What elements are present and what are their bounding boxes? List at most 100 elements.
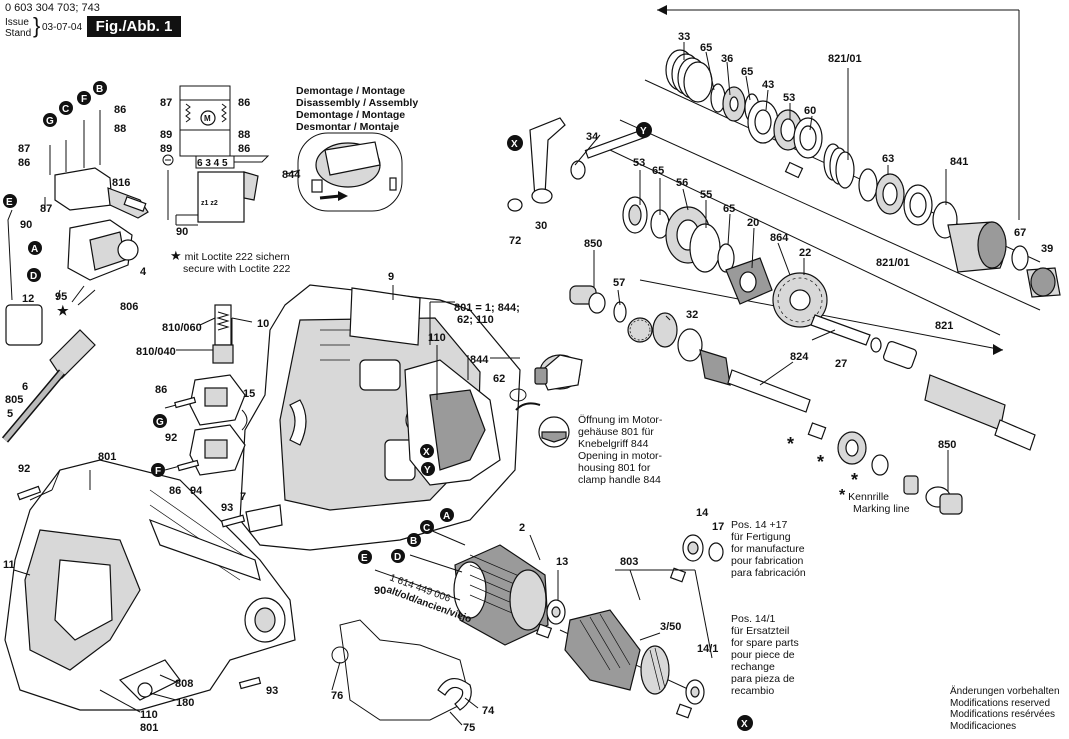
marker-g-top: G bbox=[46, 116, 54, 127]
callout-57: 57 bbox=[613, 277, 625, 289]
housing-half bbox=[239, 284, 583, 551]
callout-110a: 110 bbox=[428, 332, 446, 344]
callout-801-1: 801 = 1; 844; bbox=[454, 302, 520, 314]
callout-93b: 93 bbox=[266, 685, 278, 697]
circuit-label-89a: 89 bbox=[160, 129, 172, 141]
callout-850a: 850 bbox=[584, 238, 602, 250]
callout-864: 864 bbox=[770, 232, 789, 244]
marker-a-left: A bbox=[31, 244, 38, 255]
callout-810-060: 810/060 bbox=[162, 322, 202, 334]
callout-36: 36 bbox=[721, 53, 733, 65]
callout-53b: 53 bbox=[633, 157, 645, 169]
callout-20: 20 bbox=[747, 217, 759, 229]
marker-e-left: E bbox=[6, 197, 13, 208]
callout-110b: 110 bbox=[140, 709, 158, 721]
marker-d-bottom: D bbox=[394, 552, 401, 563]
circuit-sub-labels: z1 z2 bbox=[201, 200, 218, 207]
callout-821-01a: 821/01 bbox=[828, 53, 862, 65]
gear-train-assembly bbox=[507, 5, 1061, 515]
assembly-inset bbox=[297, 132, 403, 212]
callout-821-01b: 821/01 bbox=[876, 257, 910, 269]
assembly-note: Demontage / Montage Disassembly / Assemb… bbox=[296, 85, 419, 133]
terminal-row: 6 3 4 5 bbox=[197, 158, 228, 169]
callout-92a: 92 bbox=[165, 432, 177, 444]
circuit-label-88: 88 bbox=[238, 129, 250, 141]
callout-824: 824 bbox=[790, 351, 809, 363]
callout-15: 15 bbox=[243, 388, 255, 400]
marker-a-bottom: A bbox=[443, 511, 450, 522]
marker-f-top: F bbox=[81, 94, 87, 105]
callout-75: 75 bbox=[463, 722, 475, 734]
callout-7: 7 bbox=[240, 491, 246, 503]
stand-label: Stand bbox=[5, 28, 32, 39]
callout-808: 808 bbox=[175, 678, 193, 690]
motor-housing-note: Öffnung im Motor- gehäuse 801 für Knebel… bbox=[578, 414, 663, 486]
callout-841: 841 bbox=[950, 156, 968, 168]
callout-33: 33 bbox=[678, 31, 690, 43]
callout-13: 13 bbox=[556, 556, 568, 568]
modifications-note: Änderungen vorbehalten Modifications res… bbox=[950, 686, 1060, 732]
callout-55: 55 bbox=[700, 189, 712, 201]
circuit-label-86a: 86 bbox=[238, 97, 250, 109]
motor-symbol: M bbox=[204, 114, 211, 123]
marker-c-top: C bbox=[62, 104, 69, 115]
callout-805: 805 bbox=[5, 394, 23, 406]
circuit-label-87: 87 bbox=[160, 97, 172, 109]
marker-g-mid: G bbox=[156, 417, 164, 428]
spring-part bbox=[665, 49, 713, 103]
callout-844b: 844 bbox=[470, 354, 489, 366]
callout-30: 30 bbox=[535, 220, 547, 232]
marking-note: * Kennrille Marking line bbox=[839, 487, 910, 516]
callout-34: 34 bbox=[586, 131, 599, 143]
marker-b-top: B bbox=[96, 84, 103, 95]
callout-67: 67 bbox=[1014, 227, 1026, 239]
callout-816: 816 bbox=[112, 177, 130, 189]
marker-f-mid: F bbox=[155, 466, 161, 477]
callout-2: 2 bbox=[519, 522, 525, 534]
callout-86d: 86 bbox=[169, 485, 181, 497]
callout-6: 6 bbox=[22, 381, 28, 393]
callout-9: 9 bbox=[388, 271, 394, 283]
callout-76: 76 bbox=[331, 690, 343, 702]
callout-65b: 65 bbox=[741, 66, 753, 78]
callout-5: 5 bbox=[7, 408, 13, 420]
callout-22: 22 bbox=[799, 247, 811, 259]
callout-14a: 14 bbox=[696, 507, 709, 519]
figure-label: Fig./Abb. 1 bbox=[87, 16, 181, 37]
callout-65a: 65 bbox=[700, 42, 712, 54]
callout-60: 60 bbox=[804, 105, 816, 117]
callout-90a: 90 bbox=[20, 219, 32, 231]
callout-801a: 801 bbox=[98, 451, 116, 463]
marker-c-bottom: C bbox=[423, 523, 430, 534]
callout-3-50: 3/50 bbox=[660, 621, 681, 633]
letter-markers: X Y G C F B E A D G F X Y A C B D E X bbox=[3, 81, 753, 731]
pos-14-17-note: Pos. 14 +17 für Fertigung for manufactur… bbox=[731, 519, 806, 579]
callout-4: 4 bbox=[140, 266, 147, 278]
callout-93a: 93 bbox=[221, 502, 233, 514]
callout-806: 806 bbox=[120, 301, 138, 313]
issue-label: Issue bbox=[5, 17, 29, 28]
callout-86b: 86 bbox=[114, 104, 126, 116]
callout-95: 95 bbox=[55, 291, 67, 303]
callout-27: 27 bbox=[835, 358, 847, 370]
marker-b-bottom: B bbox=[410, 536, 417, 547]
circuit-label-89b: 89 bbox=[160, 143, 172, 155]
callout-821: 821 bbox=[935, 320, 953, 332]
callout-88: 88 bbox=[114, 123, 126, 135]
callout-87a: 87 bbox=[18, 143, 30, 155]
callout-74: 74 bbox=[482, 705, 495, 717]
marker-y-mid: Y bbox=[424, 465, 431, 476]
callout-90b: 90 bbox=[374, 585, 386, 597]
callout-11: 11 bbox=[3, 559, 15, 571]
switch-parts bbox=[1, 110, 149, 443]
callout-850b: 850 bbox=[938, 439, 956, 451]
callout-43: 43 bbox=[762, 79, 774, 91]
marker-x-top: X bbox=[511, 139, 518, 150]
callout-12: 12 bbox=[22, 293, 34, 305]
asterisk-icon-3: * bbox=[851, 470, 858, 490]
callout-10: 10 bbox=[257, 318, 269, 330]
marker-x-mid: X bbox=[423, 447, 430, 458]
brace: } bbox=[33, 13, 41, 38]
callout-65d: 65 bbox=[723, 203, 735, 215]
